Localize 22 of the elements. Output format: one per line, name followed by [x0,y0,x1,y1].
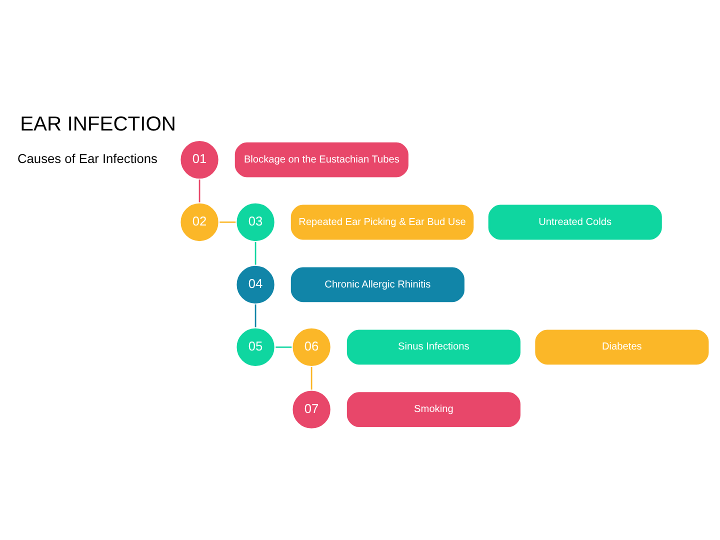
diagram-title: EAR INFECTION [20,114,176,136]
node-box: Sinus Infections [346,330,520,365]
connector [310,366,312,390]
node-circle: 03 [234,202,276,243]
connector [220,222,236,223]
node-circle: 01 [178,139,220,180]
node-circle: 06 [290,326,332,368]
connector [198,180,200,202]
node-box: Blockage on the Eustachian Tubes [234,142,408,178]
connector [254,304,256,328]
connector [254,242,256,265]
connector [276,346,292,348]
node-box: Diabetes [535,330,709,365]
node-box: Untreated Colds [488,204,662,240]
node-circle: 04 [234,264,276,306]
node-box: Smoking [346,392,520,428]
node-circle: 02 [178,202,220,243]
node-circle: 05 [234,326,276,368]
node-box: Chronic Allergic Rhinitis [290,267,464,302]
label: Causes of Ear Infections [18,151,158,166]
node-circle: 07 [290,388,332,430]
node-box: Repeated Ear Picking & Ear Bud Use [290,204,474,240]
